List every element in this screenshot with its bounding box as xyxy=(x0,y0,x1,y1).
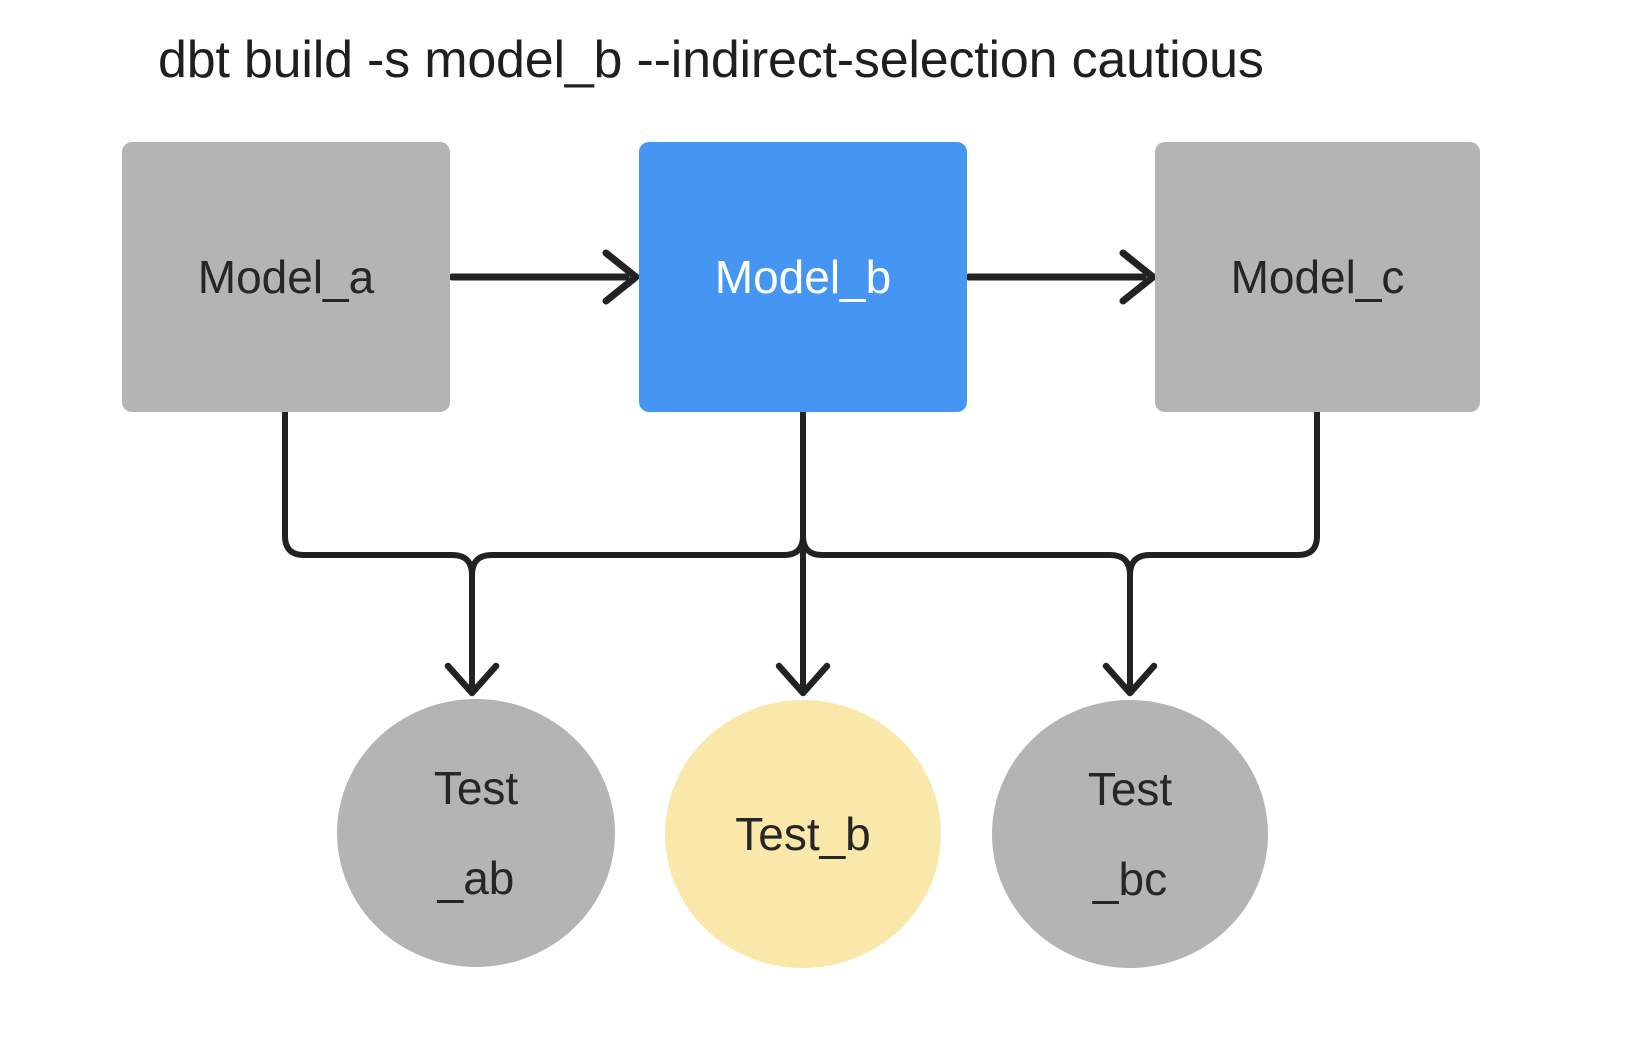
node-test-bc-label-line1: Test xyxy=(1087,763,1173,815)
node-model-b: Model_b xyxy=(639,142,967,412)
edge-model-b-to-test-bc xyxy=(800,533,1133,578)
arrowhead-model-c-icon xyxy=(1119,249,1157,305)
node-model-a-label: Model_a xyxy=(197,251,375,303)
node-model-c-label: Model_c xyxy=(1230,251,1405,303)
node-test-bc: Test _bc xyxy=(992,700,1268,968)
edge-model-b-to-test-ab xyxy=(469,533,806,578)
edge-model-a-to-test-ab xyxy=(282,409,475,691)
arrowhead-test-ab-icon xyxy=(444,662,500,697)
node-test-b: Test_b xyxy=(665,700,941,968)
node-test-ab-label-line1: Test xyxy=(433,762,519,814)
node-model-b-label: Model_b xyxy=(714,251,892,303)
node-model-a: Model_a xyxy=(122,142,450,412)
diagram-title: dbt build -s model_b --indirect-selectio… xyxy=(158,31,1264,89)
node-test-ab-label-line2: _ab xyxy=(437,852,515,904)
node-test-b-label: Test_b xyxy=(735,808,871,860)
node-test-bc-label-line2: _bc xyxy=(1092,853,1168,905)
arrowhead-test-b-icon xyxy=(775,662,831,697)
arrowhead-test-bc-icon xyxy=(1102,662,1158,697)
node-model-c: Model_c xyxy=(1155,142,1480,412)
edge-model-c-to-test-bc xyxy=(1127,409,1320,691)
arrowhead-model-b-icon xyxy=(602,249,640,305)
node-test-ab: Test _ab xyxy=(337,699,615,967)
